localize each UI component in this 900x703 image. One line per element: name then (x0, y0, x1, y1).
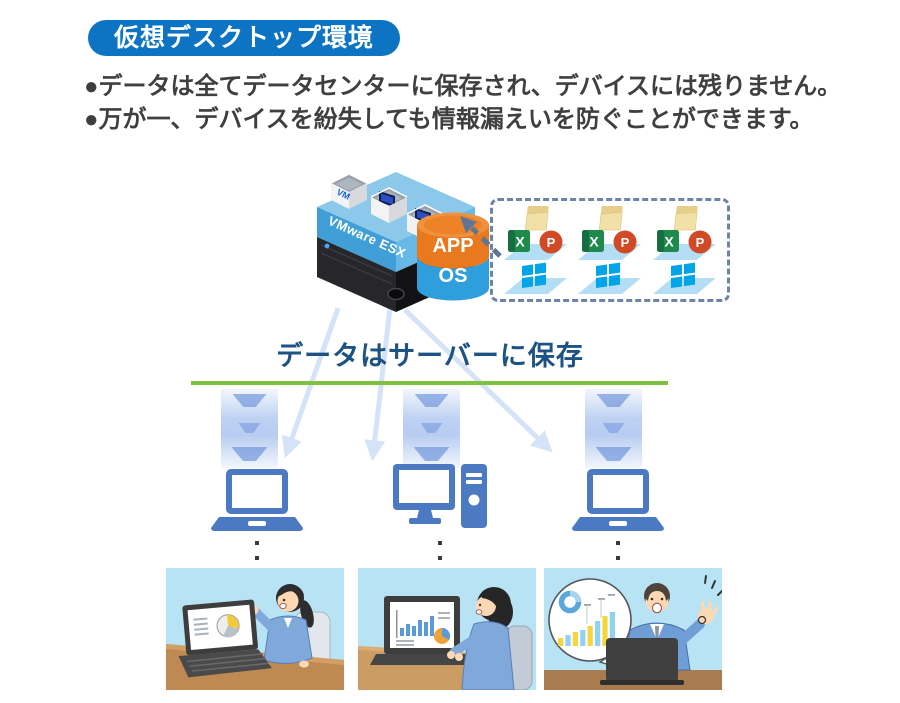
folder-icon (524, 206, 549, 231)
illustration-man-ok-gesture (544, 568, 722, 690)
svg-text:P: P (695, 235, 704, 250)
bullet-line-1: ●データは全てデータセンターに保存され、デバイスには残りません。 (84, 73, 842, 100)
server-chassis-left (317, 237, 396, 312)
connector-dot (616, 556, 620, 560)
svg-text:X: X (664, 234, 674, 250)
data-stream-right (585, 389, 642, 468)
description-bullets: ●データは全てデータセンターに保存され、デバイスには残りません。 ●万が一、デバ… (84, 70, 841, 136)
svg-text:X: X (515, 234, 525, 250)
data-stream-center (403, 389, 460, 468)
app-cylinder-section (417, 225, 489, 269)
illustration-woman-pointing-laptop (166, 568, 344, 690)
folder-icon (598, 206, 623, 231)
app-label: APP (432, 235, 473, 257)
excel-icon: X (656, 230, 679, 252)
excel-icon: X (507, 230, 530, 252)
powerpoint-icon: P (613, 230, 637, 254)
svg-text:P: P (546, 235, 555, 250)
vdi-to-cylinder-arrow (460, 216, 502, 258)
vm-box-icon (370, 187, 408, 223)
os-label: OS (439, 265, 468, 287)
connector-dot (438, 541, 442, 545)
vm-box-icon: VM (330, 173, 368, 209)
green-divider-line (191, 381, 668, 385)
bullet-line-2: ●万が一、デバイスを紛失しても情報漏えいを防ぐことができます。 (84, 106, 814, 133)
powerpoint-icon: P (539, 230, 562, 254)
windows-logo-icon (521, 262, 546, 288)
windows-logo-icon (596, 262, 620, 288)
arrow-to-right-device (403, 308, 553, 453)
caption-data-saved-on-server: データはサーバーに保存 (276, 341, 584, 371)
svg-text:X: X (589, 234, 599, 250)
desktop-pc-icon (393, 464, 487, 528)
excel-icon: X (582, 230, 604, 252)
virtual-desktop-instance: X P (503, 206, 567, 294)
arrow-to-left-device (282, 307, 341, 458)
os-cylinder-section (417, 256, 489, 301)
folder-icon (673, 206, 698, 231)
section-badge-label: 仮想デスクトップ環境 (114, 24, 375, 52)
section-badge: 仮想デスクトップ環境 (88, 20, 401, 56)
virtual-desktop-contents-box: X P X (490, 198, 730, 302)
windows-logo-icon (670, 262, 695, 288)
server-handle (387, 287, 405, 301)
connector-dot (438, 556, 442, 560)
connector-dot (616, 541, 620, 545)
powerpoint-icon: P (688, 230, 711, 254)
laptop-icon (572, 469, 664, 531)
data-stream-left (221, 389, 278, 468)
virtual-desktop-instance: X P (578, 206, 641, 294)
svg-text:P: P (621, 235, 630, 250)
laptop-icon (211, 469, 303, 531)
server-platform-left-face (317, 207, 396, 272)
server-led (324, 243, 330, 249)
illustration-person-typing-laptop (358, 568, 536, 690)
connector-dot (255, 556, 259, 560)
virtual-desktop-instance: X P (652, 206, 716, 294)
connector-dot (255, 541, 259, 545)
